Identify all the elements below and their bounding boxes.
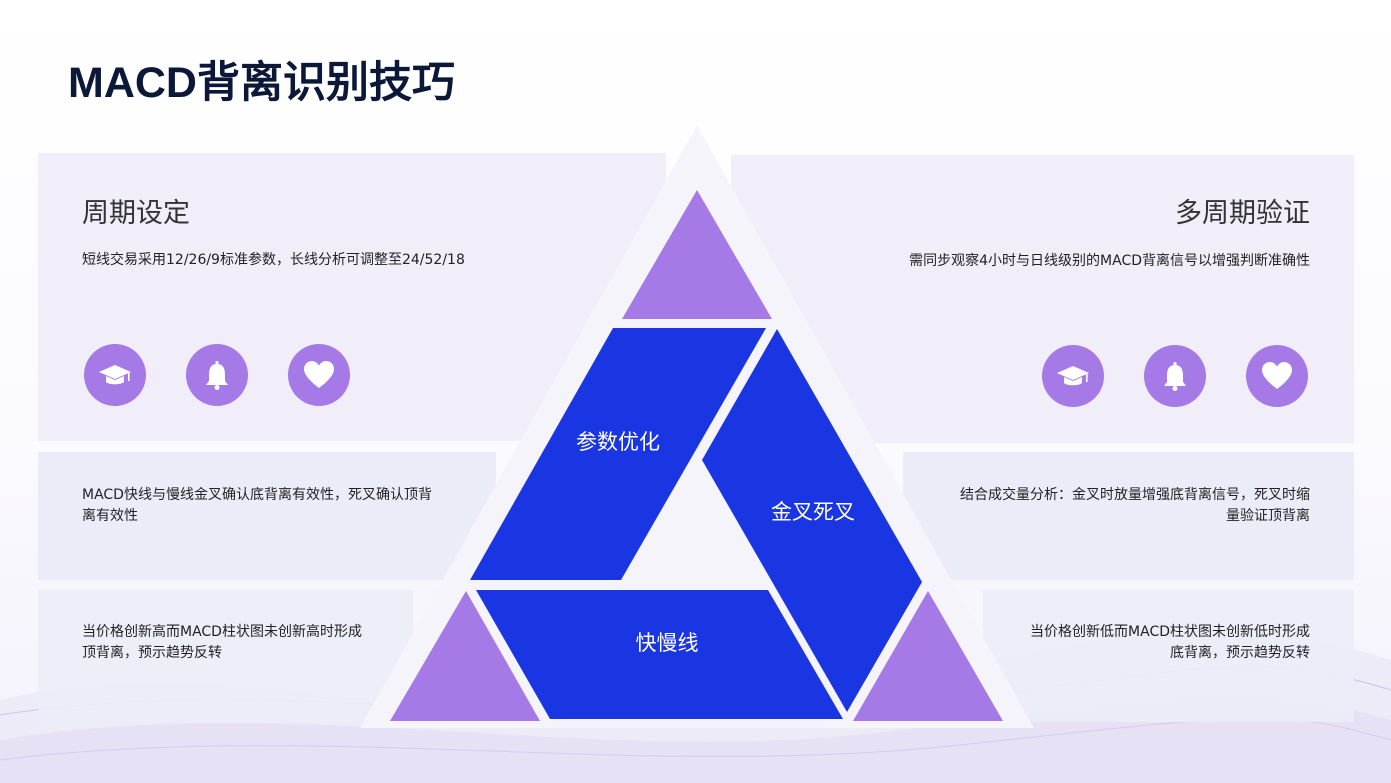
multi-cycle-description: 需同步观察4小时与日线级别的MACD背离信号以增强判断准确性	[909, 253, 1310, 269]
cycle-setting-heading: 周期设定	[82, 198, 190, 229]
bottom-divergence-note-panel: 当价格创新低而MACD柱状图未创新低时形成底背离，预示趋势反转	[983, 590, 1354, 722]
segment-label-golden-death-cross: 金叉死叉	[771, 500, 855, 524]
cycle-setting-panel: 周期设定 短线交易采用12/26/9标准参数，长线分析可调整至24/52/18	[38, 153, 666, 441]
segment-parameter-optimization	[470, 328, 766, 580]
volume-note-panel: 结合成交量分析：金叉时放量增强底背离信号，死叉时缩量验证顶背离	[903, 452, 1354, 580]
golden-cross-note-panel: MACD快线与慢线金叉确认底背离有效性，死叉确认顶背离有效性	[38, 452, 496, 580]
bottom-right-triangle	[853, 591, 1003, 721]
graduation-cap-icon	[1042, 345, 1104, 407]
top-divergence-note-panel: 当价格创新高而MACD柱状图未创新高时形成顶背离，预示趋势反转	[38, 590, 413, 722]
bell-icon	[1144, 345, 1206, 407]
multi-cycle-panel: 多周期验证 需同步观察4小时与日线级别的MACD背离信号以增强判断准确性	[731, 155, 1354, 443]
multi-cycle-heading: 多周期验证	[1175, 198, 1310, 229]
segment-label-parameter-optimization: 参数优化	[576, 430, 660, 454]
top-divergence-note: 当价格创新高而MACD柱状图未创新高时形成顶背离，预示趋势反转	[82, 624, 362, 661]
volume-note: 结合成交量分析：金叉时放量增强底背离信号，死叉时缩量验证顶背离	[960, 487, 1310, 524]
heart-icon	[1246, 345, 1308, 407]
segment-fast-slow-line	[476, 590, 843, 719]
segment-label-fast-slow-line: 快慢线	[636, 631, 699, 655]
segment-golden-death-cross	[702, 329, 922, 712]
bell-icon	[186, 344, 248, 406]
cycle-setting-description: 短线交易采用12/26/9标准参数，长线分析可调整至24/52/18	[82, 252, 465, 268]
heart-icon	[288, 344, 350, 406]
golden-cross-note: MACD快线与慢线金叉确认底背离有效性，死叉确认顶背离有效性	[82, 487, 432, 524]
top-triangle	[622, 190, 772, 319]
page-title: MACD背离识别技巧	[68, 59, 455, 107]
bottom-left-triangle	[390, 591, 540, 721]
graduation-cap-icon	[84, 344, 146, 406]
bottom-divergence-note: 当价格创新低而MACD柱状图未创新低时形成底背离，预示趋势反转	[1030, 624, 1310, 661]
